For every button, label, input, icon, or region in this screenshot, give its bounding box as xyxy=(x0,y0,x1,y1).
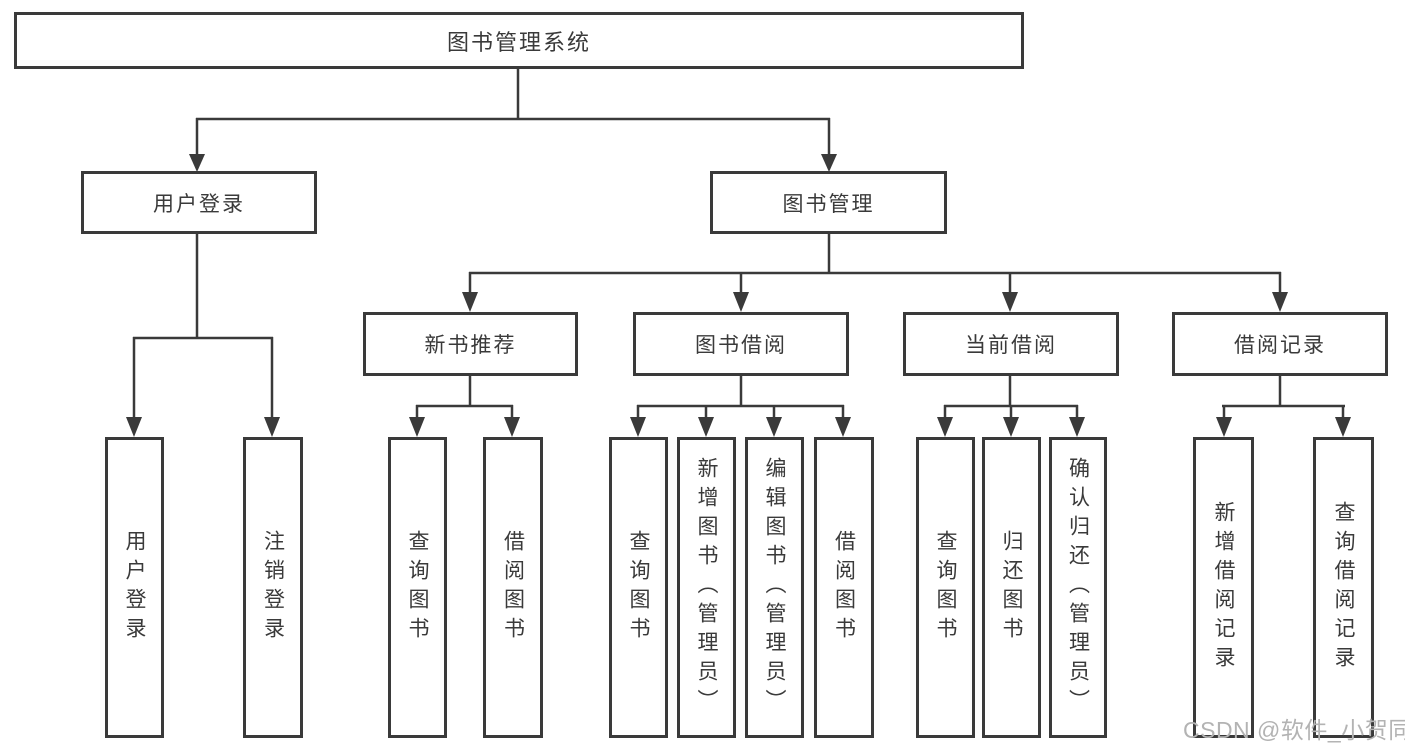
node-book-borrowing: 图书借阅 xyxy=(633,312,849,376)
connector-records-to-leaves xyxy=(1216,375,1351,437)
leaf-current-query-books: 查询图书 xyxy=(916,437,975,738)
leaf-recommend-query-books: 查询图书 xyxy=(388,437,447,738)
leaf-logout: 注销登录 xyxy=(243,437,303,738)
node-book-management-branch: 图书管理 xyxy=(710,171,947,234)
node-borrowing-records: 借阅记录 xyxy=(1172,312,1388,376)
leaf-records-query-record: 查询借阅记录 xyxy=(1313,437,1374,738)
leaf-borrowing-edit-books-admin: 编辑图书（管理员） xyxy=(745,437,804,738)
leaf-current-return-books: 归还图书 xyxy=(982,437,1041,738)
leaf-records-add-record: 新增借阅记录 xyxy=(1193,437,1254,738)
connector-user-login-to-leaves xyxy=(126,233,280,437)
leaf-current-confirm-return-admin: 确认归还（管理员） xyxy=(1049,437,1107,738)
node-user-login-branch: 用户登录 xyxy=(81,171,317,234)
watermark: CSDN @软件_小贺同学 xyxy=(1183,717,1405,743)
connector-current-to-leaves xyxy=(937,375,1085,437)
node-new-book-recommend: 新书推荐 xyxy=(363,312,578,376)
connector-borrow-to-leaves xyxy=(630,375,851,437)
leaf-recommend-borrow-books: 借阅图书 xyxy=(483,437,543,738)
leaf-borrowing-query-books: 查询图书 xyxy=(609,437,668,738)
node-root: 图书管理系统 xyxy=(14,12,1024,69)
connector-book-mgmt-to-level3 xyxy=(462,233,1288,312)
leaf-borrowing-borrow-books: 借阅图书 xyxy=(814,437,874,738)
connector-recommend-to-leaves xyxy=(409,375,520,437)
connector-root-to-level2 xyxy=(189,67,837,172)
node-current-borrowing: 当前借阅 xyxy=(903,312,1119,376)
leaf-borrowing-add-books-admin: 新增图书（管理员） xyxy=(677,437,736,738)
leaf-user-login: 用户登录 xyxy=(105,437,164,738)
